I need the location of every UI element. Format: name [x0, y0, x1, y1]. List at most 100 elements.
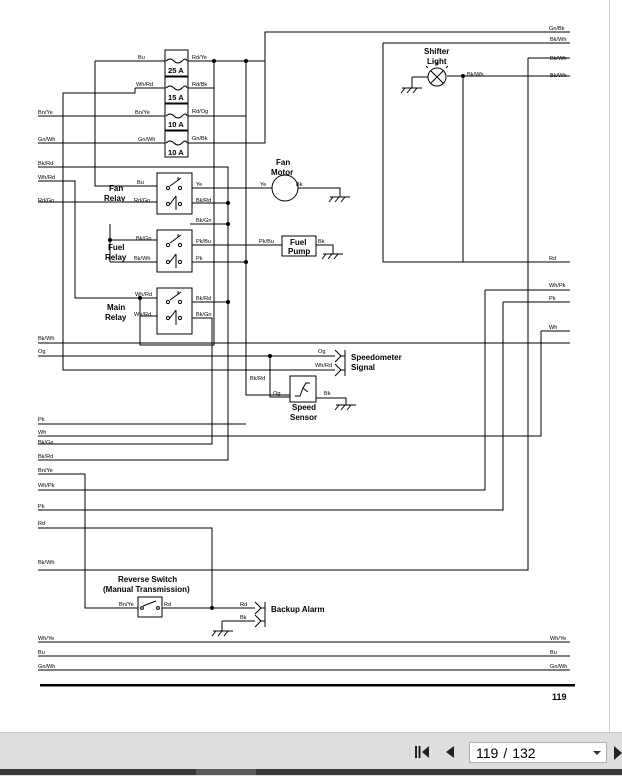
svg-text:Fuel: Fuel [290, 238, 306, 247]
svg-text:Bk: Bk [296, 182, 303, 188]
svg-text:Rd/Ye: Rd/Ye [192, 55, 207, 61]
svg-text:Relay: Relay [105, 313, 127, 322]
page-separator: / [503, 744, 508, 761]
wire-fuse-whrd [62, 87, 335, 371]
svg-text:Rd/Gn: Rd/Gn [38, 198, 54, 204]
wire-fuel-pump-bk [316, 244, 334, 254]
taskbar-strip [0, 769, 622, 775]
wire-fuse-rdog [188, 61, 290, 396]
previous-page-button[interactable] [439, 742, 459, 762]
svg-text:Bn/Ye: Bn/Ye [135, 110, 150, 116]
svg-text:Bk/Gn: Bk/Gn [196, 218, 212, 224]
scroll-gutter[interactable] [610, 0, 622, 732]
svg-text:Og: Og [273, 391, 280, 397]
svg-text:Bk/Wh: Bk/Wh [550, 37, 566, 43]
current-page-value: 119 [476, 744, 499, 761]
svg-text:10 A: 10 A [168, 120, 184, 129]
fuel-pump: Fuel Pump [281, 235, 343, 260]
wire-fuse-bus-right [139, 61, 215, 346]
speedometer-signal: Speedometer Signal [334, 349, 402, 377]
svg-text:Bk/Wh: Bk/Wh [467, 72, 483, 78]
wire-speedo-og [269, 356, 290, 398]
svg-text:Bk/Wh: Bk/Wh [38, 560, 54, 566]
svg-text:Fan: Fan [109, 184, 123, 193]
svg-text:Wh/Ye: Wh/Ye [550, 636, 566, 642]
svg-text:Wh/Ye: Wh/Ye [38, 636, 54, 642]
wire-left-rd [38, 527, 213, 609]
fan-relay: Fan Relay [104, 172, 193, 215]
svg-text:Wh/Pk: Wh/Pk [549, 283, 566, 289]
svg-text:Pk: Pk [38, 504, 45, 510]
fuse-10a-1: 10 A [164, 103, 189, 131]
first-page-icon [415, 746, 429, 758]
fuse-25a: 25 A [164, 49, 189, 77]
wire-left-bnye [38, 473, 138, 609]
svg-text:Bk/Rd: Bk/Rd [196, 296, 211, 302]
chevron-down-icon [593, 751, 601, 755]
svg-text:Bn/Ye: Bn/Ye [38, 110, 53, 116]
svg-text:Pk: Pk [196, 256, 203, 262]
wire-top-right-bkwh [38, 57, 570, 571]
page-number-select[interactable]: 119 / 132 [469, 742, 607, 763]
svg-text:Pk: Pk [38, 417, 45, 423]
svg-text:Speedometer: Speedometer [351, 353, 402, 362]
svg-text:Rd/Og: Rd/Og [192, 109, 208, 115]
svg-text:Relay: Relay [105, 253, 127, 262]
svg-text:Rd: Rd [164, 602, 171, 608]
page-number: 119 [552, 692, 567, 702]
svg-text:Bu: Bu [137, 180, 144, 186]
wire-network [38, 31, 570, 671]
ground-icon [211, 630, 233, 637]
svg-text:Og: Og [318, 349, 325, 355]
first-page-button[interactable] [412, 742, 432, 762]
svg-text:Pk/Bu: Pk/Bu [259, 239, 274, 245]
wire-fuse-gnbk [188, 61, 266, 144]
svg-text:Bu: Bu [38, 650, 45, 656]
wire-main-relay-bkgn [38, 317, 213, 445]
svg-text:Gn/Wh: Gn/Wh [550, 664, 567, 670]
junction-dots [108, 59, 465, 610]
wire-shifter-right [447, 75, 570, 262]
svg-text:Bk/Wh: Bk/Wh [134, 256, 150, 262]
wire-fuel-relay-bkwh [109, 240, 165, 263]
svg-text:15 A: 15 A [168, 93, 184, 102]
svg-text:Wh: Wh [38, 430, 46, 436]
fuel-relay: Fuel Relay [105, 229, 193, 273]
svg-text:25 A: 25 A [168, 66, 184, 75]
svg-text:Bk/Rd: Bk/Rd [196, 198, 211, 204]
svg-text:Shifter: Shifter [424, 47, 449, 56]
wire-speed-sensor-bk [316, 397, 347, 405]
svg-text:Bk: Bk [324, 391, 331, 397]
wire-left-bkrd [38, 166, 229, 461]
svg-text:Bk: Bk [318, 239, 325, 245]
svg-text:Gn/Bk: Gn/Bk [549, 26, 565, 32]
ground-icon [334, 404, 356, 411]
svg-text:Backup Alarm: Backup Alarm [271, 605, 325, 614]
svg-text:Rd/Bk: Rd/Bk [192, 82, 207, 88]
reverse-switch: Reverse Switch (Manual Transmission) [103, 575, 190, 618]
document-page: 25 A 15 A 10 A 10 A [38, 26, 575, 702]
svg-text:Bu: Bu [138, 55, 145, 61]
svg-text:Relay: Relay [104, 194, 126, 203]
svg-text:Bk/Wh: Bk/Wh [38, 336, 54, 342]
svg-text:Signal: Signal [351, 363, 375, 372]
svg-text:Sensor: Sensor [290, 413, 317, 422]
taskbar-tab[interactable] [196, 769, 256, 775]
svg-text:Bk/Gn: Bk/Gn [136, 236, 152, 242]
svg-text:Gn/Wh: Gn/Wh [38, 664, 55, 670]
main-relay: Main Relay [105, 287, 193, 335]
svg-text:Bk/Wh: Bk/Wh [550, 73, 566, 79]
wire-shifter-bkwh [382, 42, 570, 263]
svg-text:Bn/Ye: Bn/Ye [38, 468, 53, 474]
svg-text:Gn/Wh: Gn/Wh [138, 137, 155, 143]
svg-text:Wh/Rd: Wh/Rd [135, 292, 152, 298]
wire-right-whpk [38, 289, 570, 491]
next-page-button[interactable] [613, 744, 622, 762]
svg-text:Motor: Motor [271, 168, 293, 177]
wire-left-whrd [38, 180, 140, 299]
svg-text:10 A: 10 A [168, 148, 184, 157]
fan-motor: Fan Motor [271, 158, 350, 203]
wire-fuse-top-rdye [188, 31, 570, 62]
ground-icon [321, 253, 343, 260]
